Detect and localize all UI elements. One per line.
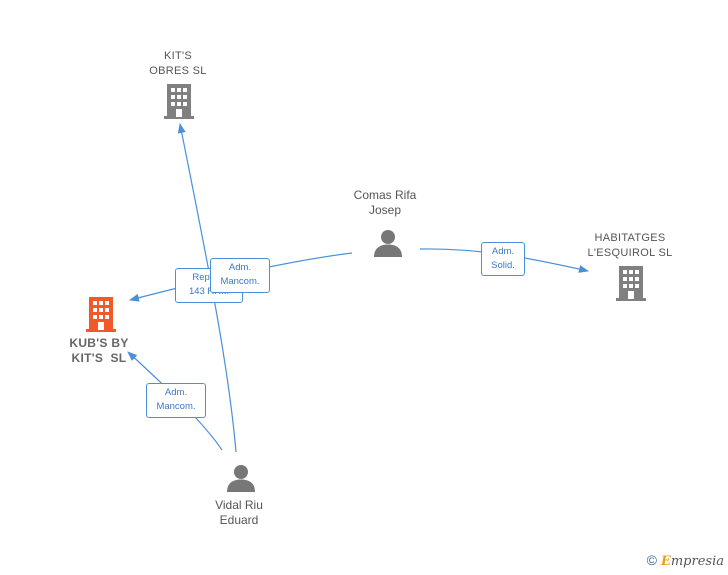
node-label-line: Comas Rifa [353, 188, 417, 202]
person-icon[interactable] [226, 464, 256, 492]
node-label-line: HABITATGES [594, 232, 666, 244]
edge-label-comas-kubs[interactable]: Adm. Mancom. [210, 258, 270, 293]
node-label-line: KUB'S BY [69, 336, 129, 350]
edge-label-vidal-kubs[interactable]: Adm. Mancom. [146, 383, 206, 418]
building-icon-focus[interactable] [86, 297, 116, 333]
node-label-habitatges[interactable]: HABITATGES L'ESQUIROL SL [572, 231, 688, 261]
node-label-line: Josep [368, 203, 402, 217]
edge-label-line: Adm. [164, 387, 188, 398]
node-label-kubs-by-kits[interactable]: KUB'S BY KIT'S SL [48, 336, 150, 366]
edge-label-line: Solid. [491, 260, 515, 271]
edge-label-line: Adm. [491, 246, 515, 257]
node-label-line: OBRES SL [149, 65, 207, 77]
edge-label-line: Repres. [192, 272, 226, 283]
node-label-vidal-riu[interactable]: Vidal Riu Eduard [184, 498, 294, 528]
node-label-line: KIT'S [163, 50, 193, 62]
node-label-line: Eduard [219, 513, 259, 527]
node-label-kits-obres[interactable]: KIT'S OBRES SL [128, 49, 228, 79]
brand-logo[interactable]: Empresia [661, 554, 724, 569]
building-icon[interactable] [616, 266, 646, 302]
building-icon[interactable] [164, 84, 194, 120]
brand-initial: E [660, 554, 671, 569]
edge-label-line: 143 RRM [188, 286, 230, 297]
node-label-comas-rifa[interactable]: Comas Rifa Josep [330, 188, 440, 218]
node-label-line: KIT'S SL [71, 351, 127, 365]
edge-label-line: Mancom. [220, 276, 260, 287]
edge-label-line: Mancom. [156, 401, 196, 412]
node-label-line: L'ESQUIROL SL [587, 247, 673, 259]
brand-rest: mpresia [670, 554, 724, 569]
edge-label-comas-habitatges[interactable]: Adm. Solid. [481, 242, 525, 276]
copyright-symbol: © [646, 552, 657, 568]
node-label-line: Vidal Riu [215, 498, 263, 512]
copyright-notice: ©Empresia [647, 552, 724, 569]
person-icon[interactable] [373, 229, 403, 257]
edge-label-line: Adm. [228, 262, 252, 273]
